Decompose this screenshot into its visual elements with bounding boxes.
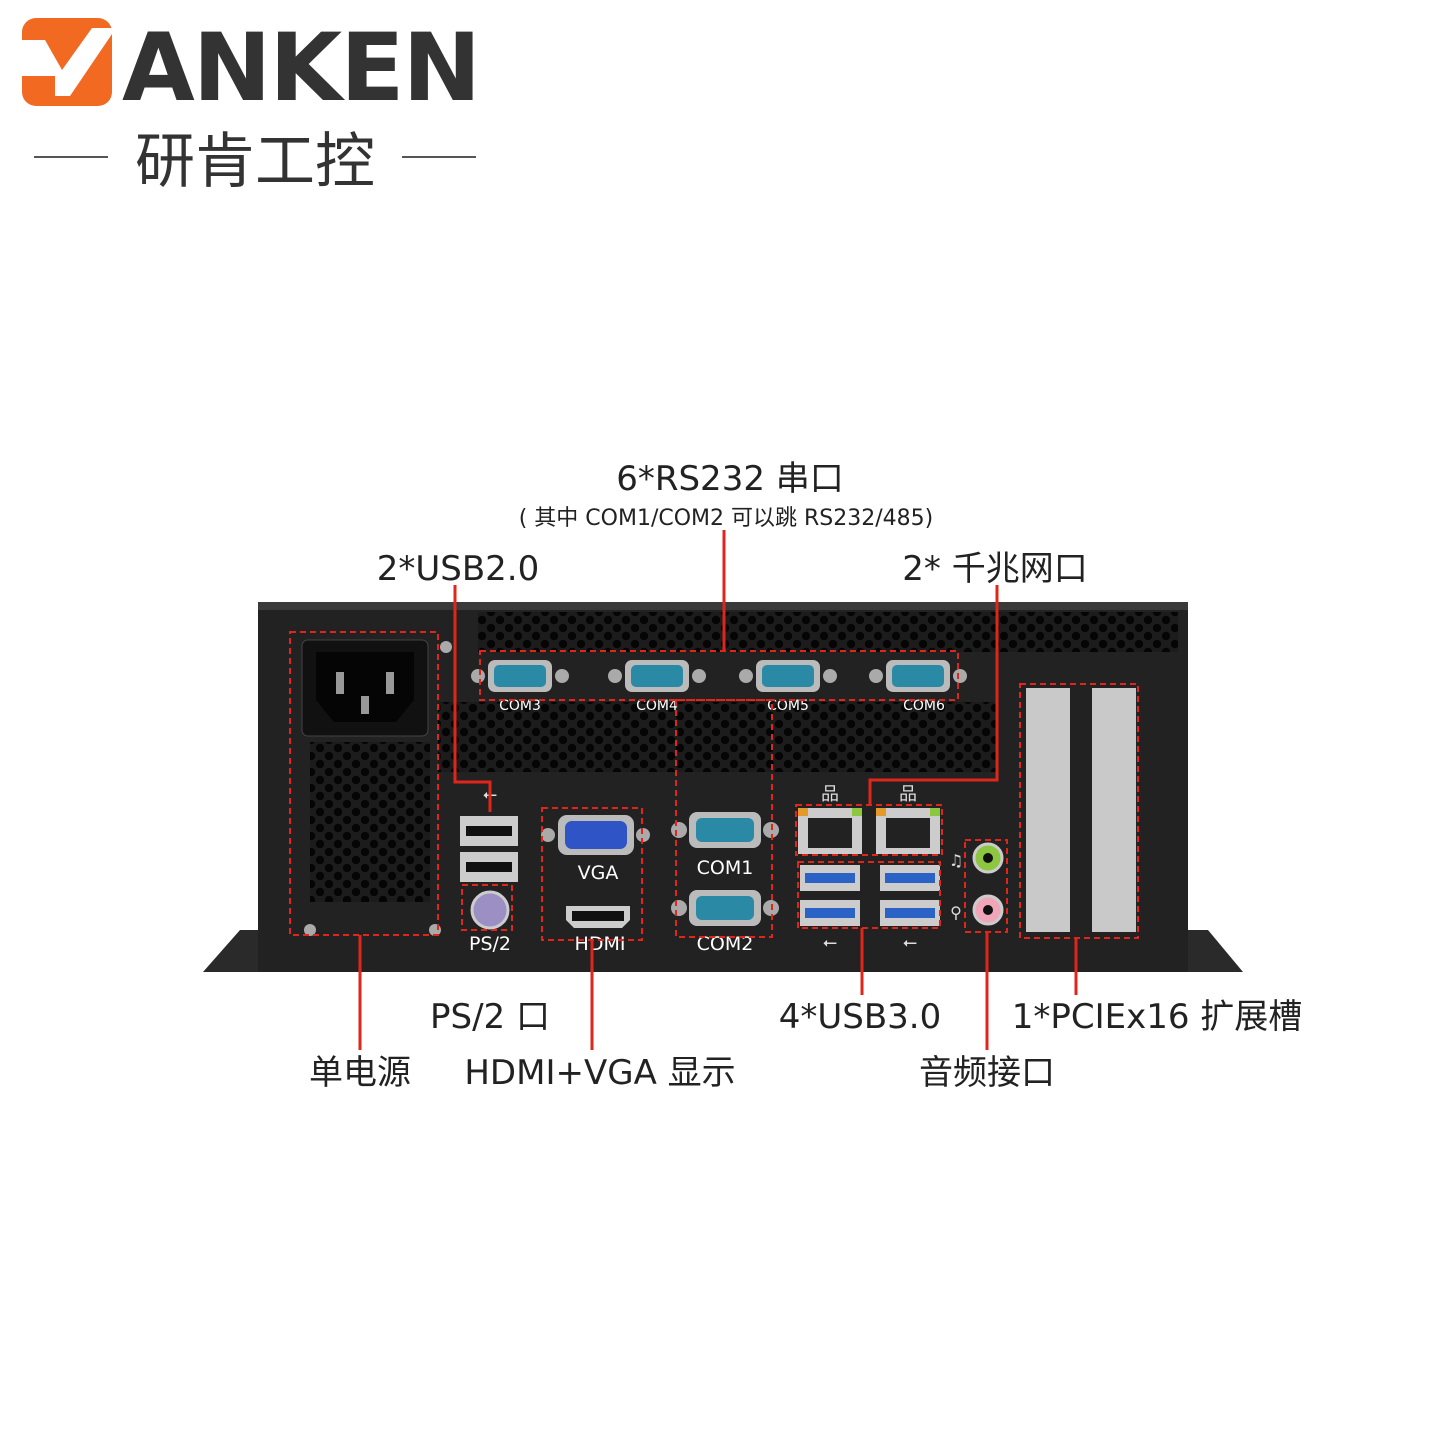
usb3-ports: ⭠ ⭠ [800, 865, 940, 953]
vga-label: VGA [578, 862, 619, 884]
power-inlet [301, 639, 452, 936]
microphone-icon: ⚲ [950, 903, 962, 922]
com3-label: COM3 [499, 698, 541, 714]
usb3-label: 4*USB3.0 [779, 997, 942, 1037]
usb2-ports: ⭠ [460, 784, 518, 882]
pcie-label: 1*PCIEx16 扩展槽 [1012, 997, 1303, 1037]
com1-port: COM1 [671, 812, 779, 879]
usb-icon: ⭠ [823, 932, 837, 953]
headphone-icon: ♫ [949, 851, 963, 870]
hdmi-label: HDMI [575, 933, 626, 955]
network-icon: 品 [899, 784, 917, 805]
pcie-slots [1026, 688, 1136, 932]
audio-jacks: ♫ ⚲ [949, 842, 1004, 926]
yanken-logo: ANKEN 研肯工控 [22, 14, 481, 197]
com2-port: COM2 [671, 890, 779, 955]
logo-mark-icon [22, 18, 112, 106]
com4-label: COM4 [636, 698, 678, 714]
vga-port: VGA [541, 815, 650, 884]
com6-port: COM6 [869, 660, 967, 714]
lan-label: 2* 千兆网口 [902, 549, 1087, 589]
display-label: HDMI+VGA 显示 [464, 1053, 735, 1093]
com-ports-top: COM3 COM4 COM5 COM6 [471, 660, 967, 714]
com4-port: COM4 [608, 660, 706, 714]
com5-label: COM5 [767, 698, 809, 714]
ps2-annotation: PS/2 口 [430, 997, 550, 1037]
power-label: 单电源 [309, 1053, 411, 1093]
ps2-port: PS/2 [469, 890, 511, 955]
rs232-title: 6*RS232 串口 [616, 459, 844, 499]
lan-ports: 品 品 [798, 784, 940, 854]
usb-icon: ⭠ [903, 932, 917, 953]
com1-label: COM1 [697, 857, 754, 879]
com6-label: COM6 [903, 698, 945, 714]
ps2-label: PS/2 [469, 933, 511, 955]
com2-label: COM2 [697, 933, 754, 955]
network-icon: 品 [821, 784, 839, 805]
brand-name: ANKEN [122, 14, 479, 123]
audio-label: 音频接口 [919, 1053, 1055, 1093]
com5-port: COM5 [739, 660, 837, 714]
hdmi-port: HDMI [566, 906, 630, 955]
rs232-note: ( 其中 COM1/COM2 可以跳 RS232/485) [519, 506, 934, 531]
com3-port: COM3 [471, 660, 569, 714]
brand-tagline: 研肯工控 [135, 127, 375, 197]
usb2-label: 2*USB2.0 [377, 549, 540, 589]
leader-lines [358, 530, 1078, 1050]
